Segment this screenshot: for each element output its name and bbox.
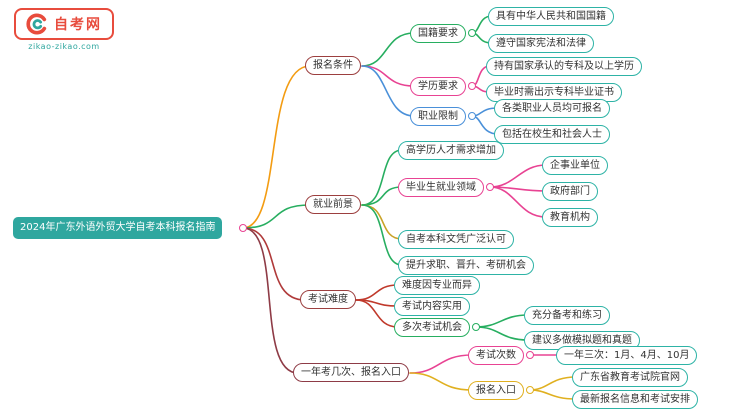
logo-title: 自考网 bbox=[54, 17, 102, 33]
education-collapse-dot[interactable] bbox=[468, 82, 476, 90]
edge-conditions-education bbox=[361, 65, 415, 87]
edge-root-prospects bbox=[242, 204, 311, 229]
edge-chances-1 bbox=[475, 314, 529, 328]
edge-portal-1 bbox=[529, 376, 577, 391]
portal-collapse-dot[interactable] bbox=[526, 386, 534, 394]
node-nationality[interactable]: 国籍要求 bbox=[410, 24, 466, 43]
edge-prospects-1 bbox=[361, 149, 403, 206]
leaf-prospects-2[interactable]: 自考本科文凭广泛认可 bbox=[398, 230, 514, 249]
root-collapse-dot[interactable] bbox=[239, 224, 247, 232]
edge-prospects-fields bbox=[361, 186, 403, 206]
node-conditions[interactable]: 报名条件 bbox=[305, 56, 361, 75]
node-difficulty[interactable]: 考试难度 bbox=[300, 290, 356, 309]
edge-difficulty-1 bbox=[355, 284, 399, 301]
leaf-difficulty-1[interactable]: 难度因专业而异 bbox=[394, 276, 480, 295]
edge-difficulty-chances bbox=[355, 299, 399, 328]
edge-fields-3 bbox=[489, 186, 547, 218]
fields-collapse-dot[interactable] bbox=[486, 183, 494, 191]
leaf-portal-1[interactable]: 广东省教育考试院官网 bbox=[572, 368, 688, 387]
leaf-chances-1[interactable]: 充分备考和练习 bbox=[524, 306, 610, 325]
edge-fields-1 bbox=[489, 164, 547, 188]
leaf-portal-2[interactable]: 最新报名信息和考试安排 bbox=[572, 390, 698, 409]
edge-portal-2 bbox=[529, 389, 577, 400]
leaf-occupation-2[interactable]: 包括在校生和社会人士 bbox=[494, 125, 610, 144]
leaf-times-1[interactable]: 一年三次：1月、4月、10月 bbox=[556, 346, 698, 365]
edge-conditions-nationality bbox=[361, 32, 415, 67]
root-node[interactable]: 2024年广东外语外贸大学自考本科报名指南 bbox=[13, 217, 223, 239]
nationality-collapse-dot[interactable] bbox=[468, 29, 476, 37]
leaf-fields-1[interactable]: 企事业单位 bbox=[542, 156, 608, 175]
node-portal[interactable]: 报名入口 bbox=[468, 381, 524, 400]
zikao-logo-icon bbox=[26, 13, 47, 35]
leaf-occupation-1[interactable]: 各类职业人员均可报名 bbox=[494, 99, 610, 118]
leaf-fields-2[interactable]: 政府部门 bbox=[542, 182, 598, 201]
leaf-prospects-1[interactable]: 高学历人才需求增加 bbox=[398, 141, 504, 160]
node-fields[interactable]: 毕业生就业领域 bbox=[398, 178, 484, 197]
chances-collapse-dot[interactable] bbox=[472, 323, 480, 331]
node-prospects[interactable]: 就业前景 bbox=[305, 195, 361, 214]
leaf-nationality-1[interactable]: 具有中华人民共和国国籍 bbox=[488, 7, 614, 26]
node-chances[interactable]: 多次考试机会 bbox=[394, 318, 470, 337]
edge-conditions-occupation bbox=[361, 65, 415, 117]
leaf-education-1[interactable]: 持有国家承认的专科及以上学历 bbox=[486, 57, 642, 76]
node-times[interactable]: 考试次数 bbox=[468, 346, 524, 365]
leaf-nationality-2[interactable]: 遵守国家宪法和法律 bbox=[488, 34, 594, 53]
edge-prospects-3 bbox=[361, 204, 403, 266]
leaf-fields-3[interactable]: 教育机构 bbox=[542, 208, 598, 227]
leaf-prospects-3[interactable]: 提升求职、晋升、考研机会 bbox=[398, 256, 534, 275]
occupation-collapse-dot[interactable] bbox=[468, 112, 476, 120]
leaf-difficulty-2[interactable]: 考试内容实用 bbox=[394, 297, 470, 316]
times-collapse-dot[interactable] bbox=[526, 351, 534, 359]
node-occupation[interactable]: 职业限制 bbox=[410, 107, 466, 126]
edge-root-conditions bbox=[242, 65, 311, 229]
logo-site-url: zikao-zikao.com bbox=[28, 42, 100, 51]
site-logo[interactable]: 自考网 zikao-zikao.com bbox=[14, 8, 114, 51]
logo-frame: 自考网 bbox=[14, 8, 114, 40]
node-education[interactable]: 学历要求 bbox=[410, 77, 466, 96]
edge-schedule-portal bbox=[409, 372, 473, 391]
edge-chances-2 bbox=[475, 326, 529, 341]
node-schedule[interactable]: 一年考几次、报名入口 bbox=[293, 363, 409, 382]
edge-root-difficulty bbox=[242, 227, 306, 301]
edge-root-schedule bbox=[242, 227, 299, 374]
edge-schedule-times bbox=[409, 354, 473, 374]
